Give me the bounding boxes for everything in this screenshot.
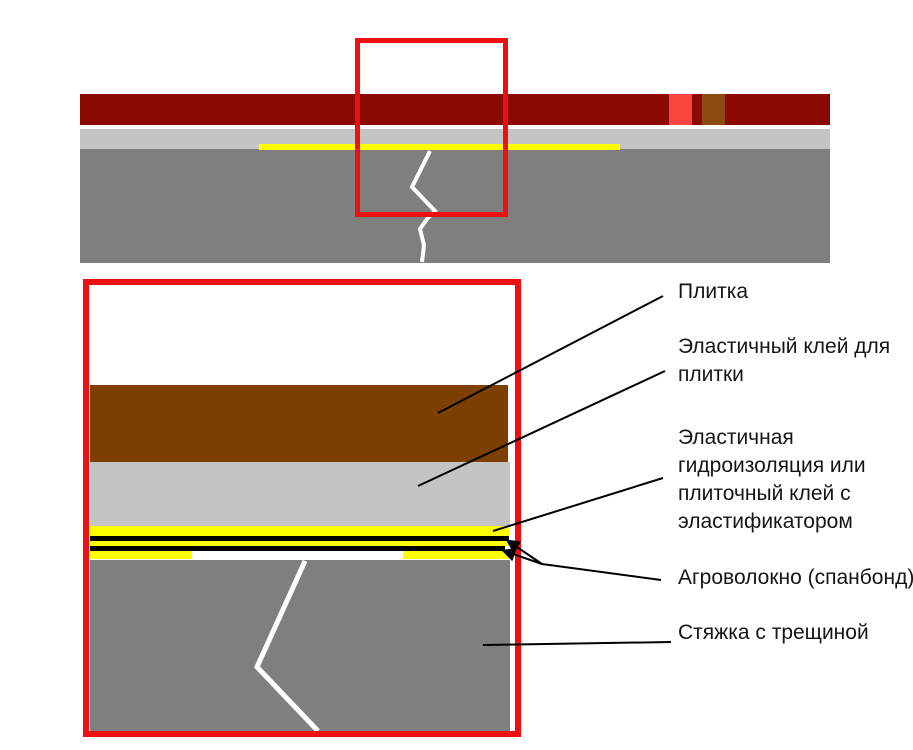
detail-membrane-bottom-right [403,551,509,559]
label-waterproofing-line-4: эластификатором [678,510,853,533]
detail-outline [83,279,521,737]
label-glue-line-1: Эластичный клей для [678,335,891,358]
detail-membrane-mid [90,541,509,546]
label-screed: Стяжка с трещиной [678,619,869,647]
label-tile-line-1: Плитка [678,280,749,303]
top-yellow-membrane [259,144,620,150]
zoom-region-outline [355,38,508,217]
label-waterproofing-line-3: плиточный клей с [678,482,851,505]
label-spunbond-line-1: Агроволокно (спанбонд) [678,566,913,589]
label-waterproofing-line-1: Эластичная [678,426,794,449]
top-screed-layer [80,149,830,263]
label-glue-line-2: плитки [678,363,744,386]
detail-membrane-layer [90,526,509,536]
label-spunbond: Агроволокно (спанбонд) [678,564,913,592]
leader-spunbond-main [541,563,662,581]
label-tile: Плитка [678,278,748,306]
label-screed-line-1: Стяжка с трещиной [678,621,869,644]
top-tile-red-segment [669,94,692,125]
label-waterproofing: Эластичная гидроизоляция или плиточный к… [678,424,866,536]
detail-membrane-bottom-left [90,551,192,559]
detail-spunbond-sheet-2 [90,546,505,551]
label-waterproofing-line-2: гидроизоляция или [678,454,866,477]
detail-spunbond-sheet-1 [90,536,509,541]
label-glue: Эластичный клей для плитки [678,333,890,389]
top-tile-brown-segment [702,94,725,125]
